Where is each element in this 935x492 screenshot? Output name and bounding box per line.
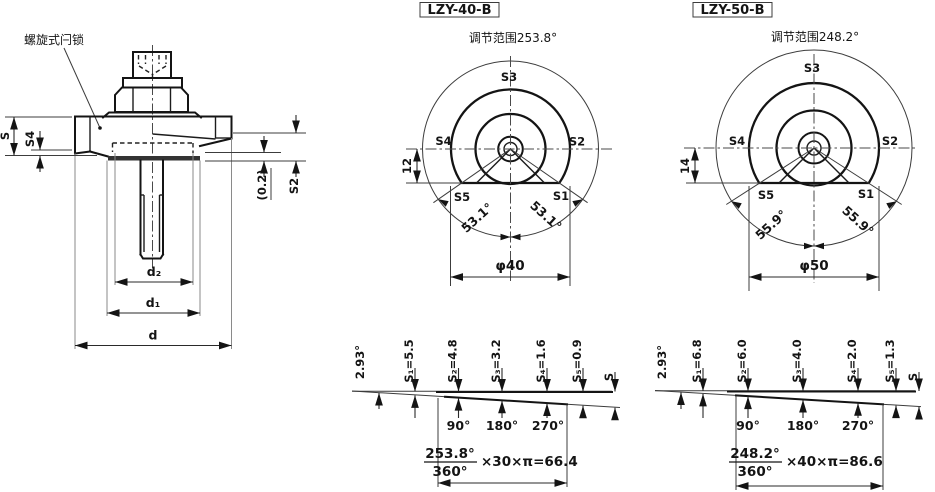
angle-rays-50 (726, 147, 902, 205)
threaded-stud (139, 159, 165, 260)
dim-offset-40: 12 (400, 149, 421, 183)
wedge50-station-s4: S₄=2.0 (845, 339, 859, 382)
dim-diameter-50-label: φ50 (799, 258, 828, 274)
model-40-range: 调节范围253.8° (469, 31, 557, 45)
dim-s4: S4 (23, 131, 72, 172)
wedge40-station-s1: S₁=5.5 (402, 339, 416, 382)
wedge40-taper-angle: 2.93° (353, 345, 383, 409)
dim-offset-50-label: 14 (678, 158, 692, 174)
vee-lines-40 (476, 148, 545, 184)
angle-right-50: 55.9° (839, 203, 877, 239)
dim-offset-50: 14 (678, 148, 699, 183)
vee-lines-50 (778, 147, 850, 184)
angle-rays-40 (433, 148, 588, 204)
wedge50-station-s2: S₂=6.0 (735, 339, 749, 382)
wedge40-formula-num: 253.8° (425, 446, 474, 462)
dim-d-label: d (149, 328, 158, 343)
pos-s4-40: S4 (435, 134, 451, 148)
pos-s2-40: S2 (569, 135, 585, 149)
wedge40-station-arrows (411, 368, 619, 421)
wedge40-taper-label: 2.93° (353, 345, 367, 379)
dim-diameter-50: φ50 (748, 186, 880, 291)
bolt-knob (132, 51, 172, 79)
side-view: 螺旋式闩锁 (0, 32, 306, 350)
dim-d: d (75, 328, 232, 350)
nut-flange (101, 111, 203, 119)
model-40-title-box (419, 2, 500, 18)
dim-d1: d₁ (107, 295, 200, 317)
wedge50-formula-den: 360° (738, 464, 773, 480)
arc-dimension-arrows-50 (731, 201, 897, 250)
dim-s-label: S (0, 132, 12, 140)
leader-line (63, 47, 102, 130)
model-40-title: LZY-40-B (427, 3, 491, 18)
shim-plate (108, 156, 200, 161)
wedge-profile-lzy50: S₁=6.8 S₂=6.0 S₃=4.0 S₄=2.0 S₅=1.3 S 2.9… (654, 339, 923, 490)
wedge50-station-arrows (699, 368, 923, 420)
dim-diameter-40: φ40 (450, 186, 571, 286)
wedge40-station-s3: S₃=3.2 (489, 339, 503, 382)
dim-gap-label: (0.2) (255, 170, 269, 201)
wedge50-taper-label: 2.93° (655, 345, 669, 379)
wedge40-formula-tail: ×30×π=66.4 (481, 454, 578, 470)
pos-s4-50: S4 (729, 134, 745, 148)
wedge50-station-s: S (906, 373, 920, 381)
wedge50-formula: 248.2° 360° ×40×π=86.6 (729, 446, 883, 480)
dim-s4-label: S4 (23, 131, 37, 147)
dim-s2-label: S2 (287, 178, 301, 194)
wedge50-slope-edge (734, 394, 885, 406)
extension-lines-below (74, 138, 232, 349)
top-view-lzy40: LZY-40-B 调节范围253.8° 12 (400, 2, 614, 286)
dim-d2-label: d₂ (147, 264, 161, 279)
dim-s: S (0, 116, 97, 156)
angle-right-40: 53.1° (527, 198, 565, 234)
wedge50-deg-90: 90° (736, 418, 760, 433)
pos-s1-50: S1 (858, 187, 874, 201)
hidden-slot (111, 142, 194, 153)
angle-left-50: 55.9° (752, 207, 790, 243)
wedge40-formula: 253.8° 360° ×30×π=66.4 (424, 446, 578, 480)
wedge40-deg-180: 180° (486, 418, 518, 433)
hex-nut (114, 86, 189, 113)
dim-d1-label: d₁ (146, 295, 160, 310)
wedge40-station-s4: S₄=1.6 (534, 339, 548, 382)
pos-s1-40: S1 (553, 189, 569, 203)
disc-outline-40 (449, 88, 572, 185)
wedge40-station-s5: S₅=0.9 (570, 339, 584, 382)
wedge-profile-lzy40: S₁=5.5 S₂=4.8 S₃=3.2 S₄=1.6 S₅=0.9 S 2.9… (351, 339, 621, 487)
wedge50-formula-num: 248.2° (730, 446, 779, 462)
wedge40-station-s: S (602, 373, 616, 381)
latch-callout-label: 螺旋式闩锁 (24, 32, 84, 47)
arc-dimension-arrows-40 (438, 199, 583, 241)
dim-d2: d₂ (115, 264, 193, 286)
wedge40-deg-90: 90° (447, 418, 471, 433)
wedge50-taper-angle: 2.93° (655, 345, 685, 409)
wedge40-slope-edge (443, 395, 569, 406)
pos-s5-50: S5 (758, 188, 774, 202)
wedge50-deg-180: 180° (787, 418, 819, 433)
pos-s2-50: S2 (882, 134, 898, 148)
wedge40-formula-den: 360° (433, 464, 468, 480)
dim-diameter-40-label: φ40 (495, 258, 524, 274)
model-50-title-box (692, 2, 773, 18)
disc-outline-50 (747, 81, 881, 185)
wedge40-station-s2: S₂=4.8 (446, 339, 460, 382)
wedge50-station-s1: S₁=6.8 (690, 339, 704, 382)
pos-s5-40: S5 (454, 190, 470, 204)
wedge40-deg-270: 270° (532, 418, 564, 433)
wedge-disc-body (73, 115, 233, 161)
model-50-range: 调节范围248.2° (771, 30, 859, 44)
top-view-lzy50: LZY-50-B 调节范围248.2° 14 (678, 2, 918, 291)
model-50-title: LZY-50-B (700, 3, 764, 18)
pos-s3-40: S3 (501, 70, 517, 84)
hidden-socket-lines (137, 55, 167, 79)
wedge50-formula-tail: ×40×π=86.6 (786, 454, 883, 470)
dim-offset-40-label: 12 (400, 158, 414, 174)
pos-s3-50: S3 (804, 61, 820, 75)
wedge50-deg-270: 270° (842, 418, 874, 433)
wedge50-station-s3: S₃=4.0 (790, 339, 804, 382)
wedge50-station-s5: S₅=1.3 (883, 339, 897, 382)
dim-right-group: (0.2) S2 (205, 115, 306, 200)
